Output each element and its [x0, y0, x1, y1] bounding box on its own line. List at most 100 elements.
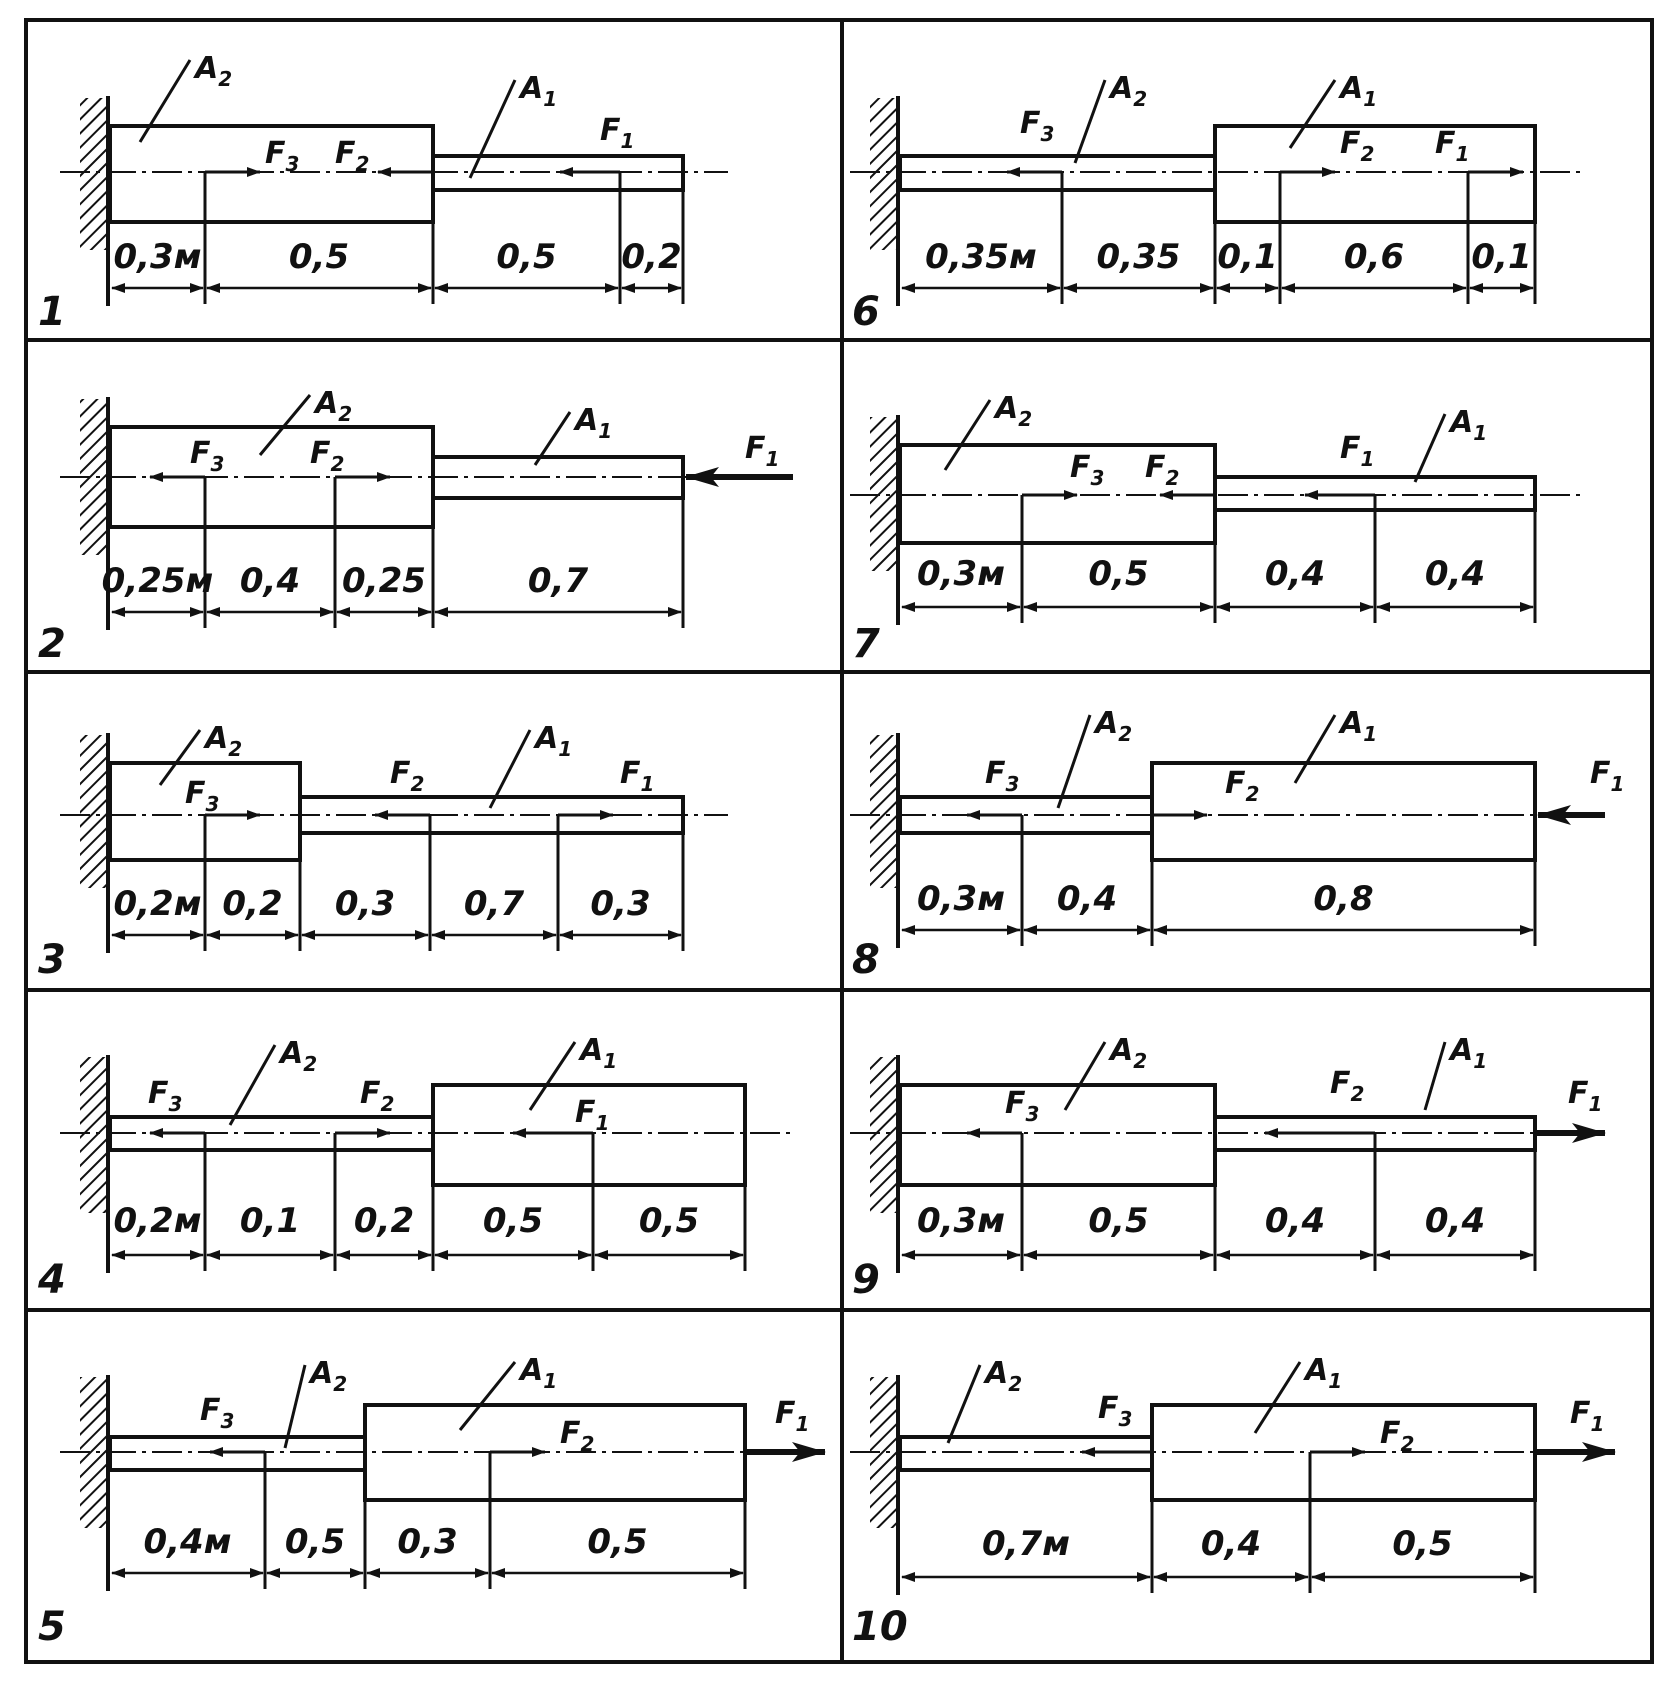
force-label-f3: F3 — [1020, 106, 1054, 146]
panel-number: 10 — [852, 1604, 908, 1650]
dimension-label: 0,1 — [1217, 237, 1277, 277]
area-label-a1: A1 — [1338, 706, 1377, 746]
panel-number: 8 — [852, 937, 880, 983]
dimension-label: 0,5 — [1392, 1524, 1452, 1564]
force-label-f1: F1 — [600, 113, 634, 153]
area-a2-leader — [1073, 79, 1107, 164]
dimension-label: 0,5 — [639, 1201, 699, 1241]
dimension-label: 0,3м — [113, 237, 201, 277]
force-label-f2: F2 — [1225, 766, 1259, 806]
force-label-f3: F3 — [1098, 1391, 1132, 1431]
area-label-a1: A1 — [1338, 71, 1377, 111]
force-label-f3: F3 — [985, 756, 1019, 796]
force-label-f2: F2 — [390, 756, 424, 796]
force-label-f2: F2 — [560, 1416, 594, 1456]
beam-segment-2 — [431, 455, 685, 500]
area-label-a1: A1 — [533, 721, 572, 761]
fixed-wall-hatch — [870, 735, 896, 888]
area-label-a2: A2 — [278, 1036, 317, 1076]
dimension-label: 0,5 — [587, 1522, 647, 1562]
force-label-f3: F3 — [190, 436, 224, 476]
dimension-label: 0,35м — [925, 237, 1037, 277]
force-label-f3: F3 — [1005, 1086, 1039, 1126]
force-label-f1: F1 — [1590, 756, 1624, 796]
area-a1-leader — [1293, 714, 1337, 784]
dimension-label: 0,3 — [590, 884, 650, 924]
dimension-label: 0,5 — [496, 237, 556, 277]
fixed-wall-hatch — [870, 1057, 896, 1213]
area-a1-leader — [528, 1041, 577, 1111]
force-label-f2: F2 — [310, 436, 344, 476]
beam-segment-1 — [898, 1083, 1217, 1187]
area-label-a1: A1 — [518, 1353, 557, 1393]
area-a2-leader — [946, 1364, 982, 1444]
area-a1-leader — [468, 79, 517, 179]
area-label-a2: A2 — [313, 386, 352, 426]
dimension-label: 0,2 — [222, 884, 282, 924]
force-label-f1: F1 — [1435, 126, 1469, 166]
panel-number: 5 — [38, 1604, 66, 1650]
dimension-label: 0,4м — [143, 1522, 231, 1562]
area-a1-leader — [1423, 1041, 1447, 1111]
panel-number: 3 — [38, 937, 66, 983]
dimension-label: 0,5 — [289, 237, 349, 277]
fixed-wall-hatch — [80, 1057, 106, 1213]
dimension-label: 0,5 — [1088, 554, 1148, 594]
dimension-label: 0,1 — [240, 1201, 300, 1241]
panel-grid — [24, 18, 1654, 1664]
area-a1-leader — [1253, 1361, 1302, 1434]
dimension-label: 0,1 — [1471, 237, 1531, 277]
dimension-label: 0,7 — [464, 884, 525, 924]
panel-number: 6 — [852, 289, 880, 335]
area-label-a2: A2 — [308, 1356, 347, 1396]
dimension-label: 0,5 — [285, 1522, 345, 1562]
area-a2-leader — [228, 1044, 277, 1126]
panel-number: 9 — [852, 1257, 880, 1303]
force-label-f2: F2 — [1340, 126, 1374, 166]
dimension-label: 0,5 — [483, 1201, 543, 1241]
fixed-wall-hatch — [870, 98, 896, 250]
area-label-a2: A2 — [193, 51, 232, 91]
force-label-f1: F1 — [575, 1095, 609, 1135]
beam-segment-2 — [1213, 124, 1537, 224]
dimension-label: 0,3 — [397, 1522, 457, 1562]
force-label-f1: F1 — [1570, 1396, 1604, 1436]
area-a1-leader — [458, 1361, 517, 1431]
dimension-label: 0,8 — [1313, 879, 1373, 919]
area-label-a1: A1 — [518, 71, 557, 111]
area-label-a2: A2 — [1108, 71, 1147, 111]
dimension-label: 0,4 — [240, 561, 300, 601]
dimension-label: 0,35 — [1097, 237, 1181, 277]
area-label-a2: A2 — [983, 1356, 1022, 1396]
area-a1-leader — [533, 411, 572, 466]
area-label-a2: A2 — [1093, 706, 1132, 746]
area-a2-leader — [258, 394, 312, 456]
area-a1-leader — [1288, 79, 1337, 149]
force-label-f2: F2 — [335, 136, 369, 176]
beam-segment-2 — [1150, 761, 1537, 862]
force-label-f3: F3 — [185, 776, 219, 816]
dimension-label: 0,4 — [1425, 1201, 1485, 1241]
force-label-f2: F2 — [1145, 450, 1179, 490]
area-label-a2: A2 — [1108, 1033, 1147, 1073]
dimension-label: 0,4 — [1201, 1524, 1261, 1564]
area-a2-leader — [943, 399, 992, 471]
force-label-f1: F1 — [745, 431, 779, 471]
area-a2-leader — [1056, 714, 1092, 809]
force-label-f3: F3 — [200, 1393, 234, 1433]
force-label-f3: F3 — [148, 1076, 182, 1116]
beam-segment-2 — [431, 1083, 747, 1187]
dimension-label: 0,3 — [335, 884, 395, 924]
area-label-a1: A1 — [573, 403, 612, 443]
force-label-f1: F1 — [1568, 1076, 1602, 1116]
fixed-wall-hatch — [80, 735, 106, 888]
area-label-a1: A1 — [1448, 405, 1487, 445]
dimension-label: 0,2м — [113, 1201, 201, 1241]
